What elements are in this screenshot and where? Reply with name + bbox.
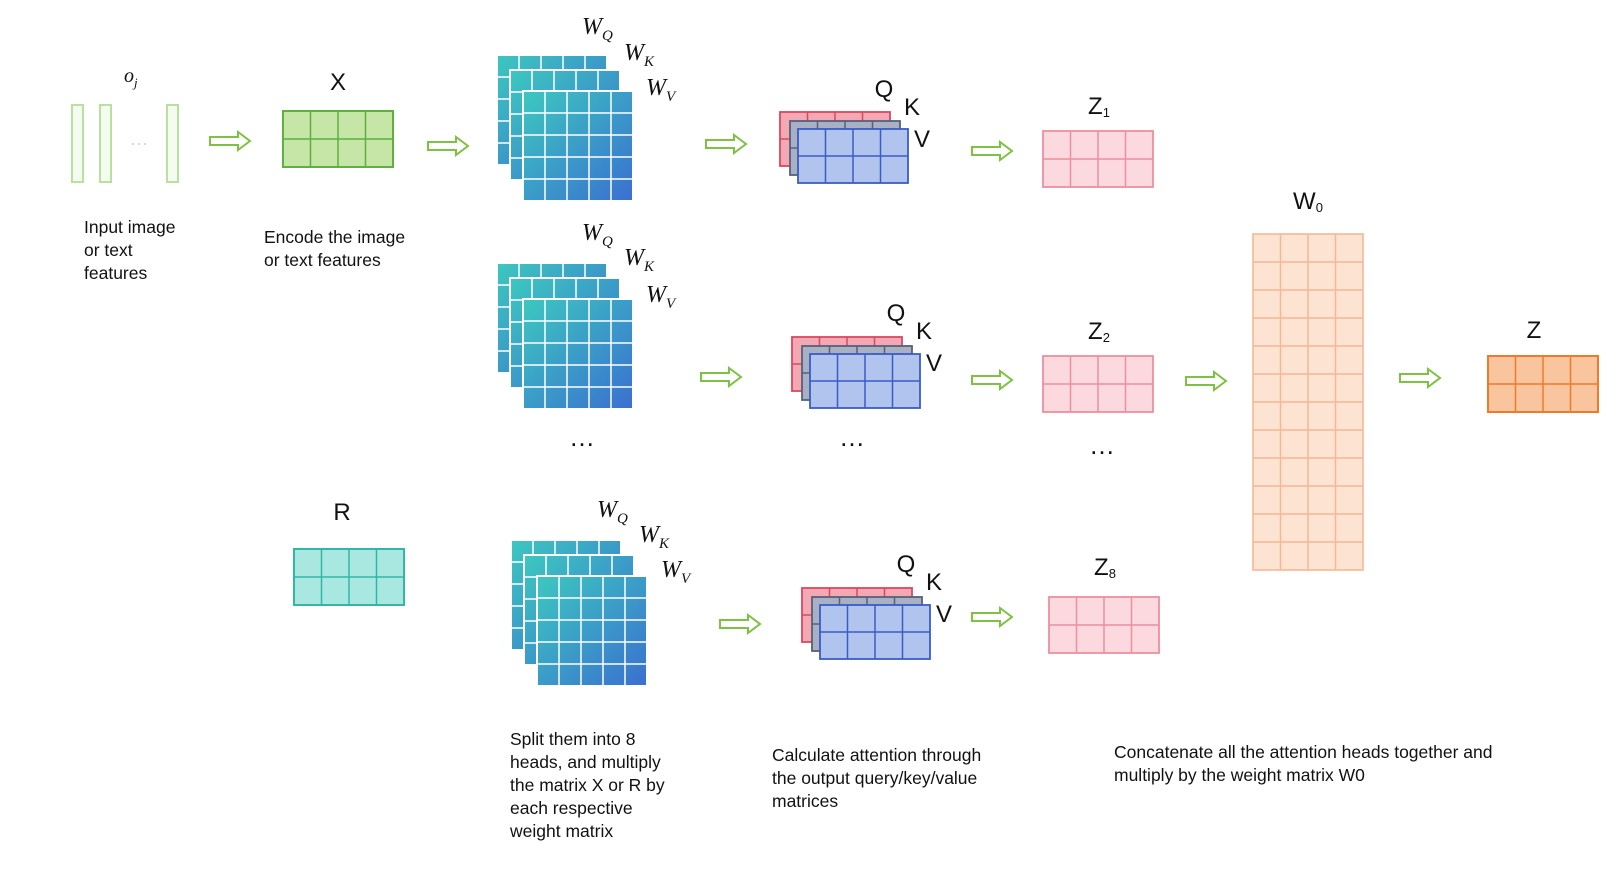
input-description: Input image or text features: [84, 217, 180, 283]
arrow-weights-to-qkv: [705, 133, 748, 155]
attention-description: Calculate attention through the output q…: [772, 745, 986, 811]
input-vector: [99, 104, 112, 183]
v-label: V: [936, 601, 952, 628]
q-label: Q: [887, 300, 906, 327]
z1-grid: [1042, 130, 1154, 188]
weight-matrix-layer: [522, 298, 634, 410]
x-grid: [282, 110, 394, 168]
w0-grid: [1252, 233, 1364, 571]
wk-label: WK: [639, 522, 670, 552]
weight-stack-head-8: [510, 539, 648, 687]
wk-label: WK: [624, 40, 655, 70]
arrow-weights-to-qkv: [700, 366, 743, 388]
q-label: Q: [875, 76, 894, 103]
arrow-qkv-to-z: [971, 606, 1014, 628]
w0-matrix: [1252, 233, 1364, 571]
encode-description: Encode the image or text features: [264, 227, 410, 270]
r-label: R: [333, 499, 350, 526]
weight-stack-head-2: [496, 262, 634, 410]
value-matrix: [809, 353, 921, 409]
value-matrix: [819, 604, 931, 660]
weight-matrix-frame: [522, 298, 634, 410]
weight-matrix-frame: [536, 575, 648, 687]
arrow-weights-to-qkv: [719, 613, 762, 635]
weight-matrix-frame: [522, 90, 634, 202]
v-label: V: [914, 126, 930, 153]
weight-stack-head-1: [496, 54, 634, 202]
wq-label: WQ: [582, 220, 613, 250]
weight-matrix-layer: [536, 575, 648, 687]
wv-label: WV: [646, 282, 677, 312]
arrow-w0-to-z: [1399, 367, 1442, 389]
z2-grid: [1042, 355, 1154, 413]
weight-matrix-layer: [522, 90, 634, 202]
z-output-grid: [1487, 355, 1599, 413]
r-matrix: [293, 548, 405, 606]
wv-label: WV: [646, 75, 677, 105]
z-ellipsis: …: [1089, 430, 1115, 460]
arrow-input-to-x: [209, 130, 252, 152]
oj-label: oj: [124, 65, 138, 90]
z-output-matrix: [1487, 355, 1599, 413]
z1-matrix: [1042, 130, 1154, 188]
x-label: X: [330, 69, 346, 96]
qkv-stack-head-1: [779, 111, 909, 184]
qkv-stack-head-2: [791, 336, 921, 409]
wk-label: WK: [624, 245, 655, 275]
z8-label: Z8: [1094, 554, 1116, 581]
z1-label: Z1: [1088, 93, 1110, 120]
x-matrix: [282, 110, 394, 168]
arrow-z-to-w0: [1185, 370, 1228, 392]
w0-label: W0: [1293, 188, 1323, 215]
r-grid: [293, 548, 405, 606]
qkv-ellipsis: …: [839, 422, 865, 452]
input-features: ···: [71, 104, 179, 183]
z8-grid: [1048, 596, 1160, 654]
arrow-qkv-to-z: [971, 369, 1014, 391]
k-label: K: [916, 318, 932, 345]
input-vector: [166, 104, 179, 183]
z2-matrix: [1042, 355, 1154, 413]
arrow-x-to-weights: [427, 135, 470, 157]
split-description: Split them into 8 heads, and multiply th…: [509, 729, 670, 841]
arrow-qkv-to-z: [971, 140, 1014, 162]
input-ellipsis: ···: [130, 133, 148, 153]
v-label: V: [926, 350, 942, 377]
z2-label: Z2: [1088, 318, 1110, 345]
value-matrix: [797, 128, 909, 184]
z-output-label: Z: [1527, 317, 1542, 344]
qkv-stack-head-8: [801, 587, 931, 660]
wq-label: WQ: [582, 14, 613, 44]
q-label: Q: [897, 551, 916, 578]
z8-matrix: [1048, 596, 1160, 654]
wq-label: WQ: [597, 497, 628, 527]
k-label: K: [904, 94, 920, 121]
concat-description: Concatenate all the attention heads toge…: [1114, 742, 1497, 785]
k-label: K: [926, 569, 942, 596]
weights-ellipsis: …: [569, 422, 595, 452]
input-vector: [71, 104, 84, 183]
wv-label: WV: [661, 557, 692, 587]
